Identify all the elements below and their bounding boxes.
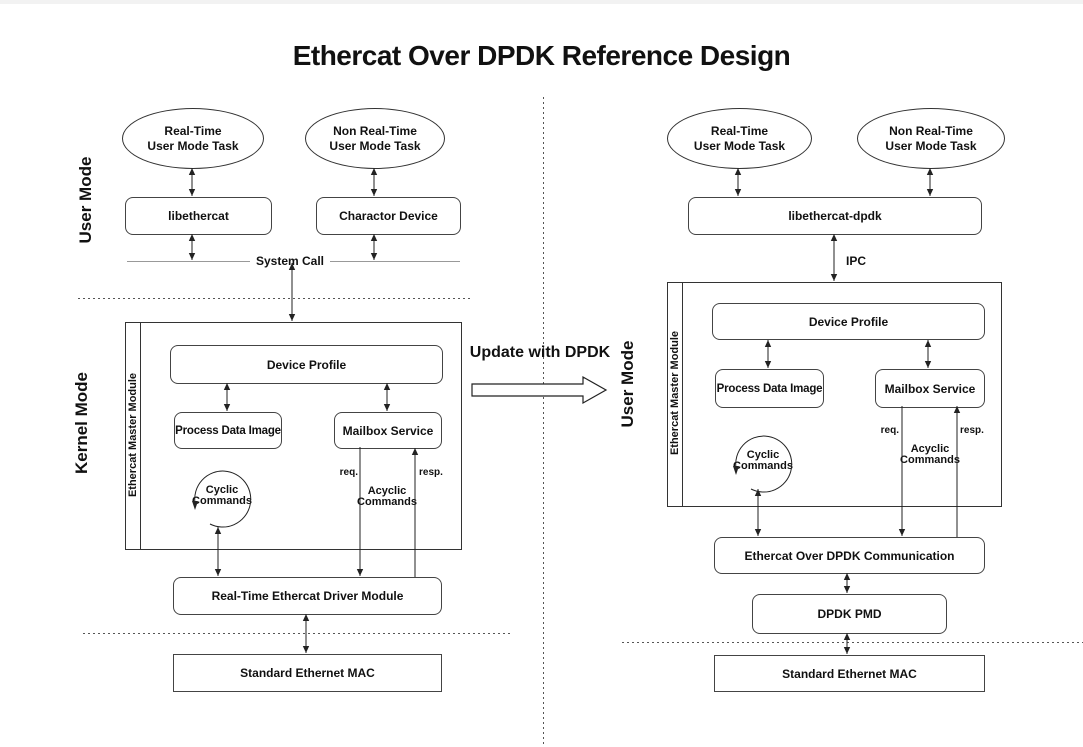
ipc-label: IPC (846, 254, 867, 268)
center-divider-dotted (543, 97, 544, 745)
connector-arrow (370, 234, 378, 260)
label-line: Commands (733, 460, 793, 472)
connector-arrow (288, 263, 296, 321)
left-master-module-label: Ethercat Master Module (127, 372, 139, 498)
right-cyclic-commands-label: Cyclic Commands (723, 450, 803, 472)
update-with-dpdk-arrow (471, 375, 608, 405)
right-mailbox-service-box: Mailbox Service (875, 369, 985, 408)
right-user-hw-divider-dotted (622, 642, 1083, 643)
right-req-label: req. (880, 425, 899, 436)
right-master-module-label: Ethercat Master Module (669, 330, 681, 456)
connector-arrow (830, 234, 838, 281)
ellipse-text-line: Non Real-Time (889, 123, 973, 138)
connector-arrow (734, 168, 742, 196)
dpdk-pmd-box: DPDK PMD (752, 594, 947, 634)
ellipse-text-line: User Mode Task (147, 138, 239, 153)
label-line: Acyclic (910, 443, 950, 455)
connector-arrow (188, 234, 196, 260)
left-nonrealtime-task-ellipse: Non Real-Time User Mode Task (305, 108, 445, 169)
connector-arrow (370, 168, 378, 196)
ethercat-over-dpdk-communication-box: Ethercat Over DPDK Communication (714, 537, 985, 574)
left-resp-label: resp. (419, 467, 443, 478)
ellipse-text-line: User Mode Task (329, 138, 421, 153)
left-realtime-task-ellipse: Real-Time User Mode Task (122, 108, 264, 169)
left-kernel-hw-divider-dotted (83, 633, 510, 634)
right-standard-ethernet-mac-box: Standard Ethernet MAC (714, 655, 985, 692)
left-master-module-strip (126, 323, 141, 549)
left-cyclic-commands-label: Cyclic Commands (182, 485, 262, 507)
left-device-profile-box: Device Profile (170, 345, 443, 384)
right-realtime-task-ellipse: Real-Time User Mode Task (667, 108, 812, 169)
right-user-mode-label: User Mode (618, 340, 637, 428)
right-acyclic-commands-label: Acyclic Commands (895, 444, 965, 466)
update-with-dpdk-label: Update with DPDK (469, 344, 611, 361)
connector-arrow (843, 573, 851, 593)
diagram-title: Ethercat Over DPDK Reference Design (292, 40, 791, 71)
left-user-mode-label: User Mode (76, 156, 95, 244)
left-kernel-mode-label: Kernel Mode (72, 371, 91, 475)
left-req-label: req. (339, 467, 358, 478)
left-mode-divider-dotted (78, 298, 472, 299)
label-line: Commands (357, 496, 417, 508)
left-mailbox-service-box: Mailbox Service (334, 412, 442, 449)
ellipse-text-line: Real-Time (710, 123, 769, 138)
right-device-profile-box: Device Profile (712, 303, 985, 340)
ellipse-text-line: User Mode Task (693, 138, 786, 153)
left-process-data-image-box: Process Data Image (174, 412, 282, 449)
label-line: Acyclic (367, 485, 407, 497)
system-call-label: System Call (250, 254, 330, 268)
connector-arrow (843, 633, 851, 654)
right-master-module-strip (668, 283, 683, 506)
charactor-device-box: Charactor Device (316, 197, 461, 235)
ellipse-text-line: User Mode Task (885, 138, 977, 153)
libethercat-dpdk-box: libethercat-dpdk (688, 197, 982, 235)
right-resp-label: resp. (960, 425, 984, 436)
libethercat-box: libethercat (125, 197, 272, 235)
ellipse-text-line: Real-Time (164, 123, 222, 138)
right-process-data-image-box: Process Data Image (715, 369, 824, 408)
label-line: Commands (900, 454, 960, 466)
left-ethercat-master-module-container (125, 322, 462, 550)
top-edge-strip (0, 0, 1083, 4)
left-acyclic-commands-label: Acyclic Commands (352, 486, 422, 508)
right-ethercat-master-module-container (667, 282, 1002, 507)
ellipse-text-line: Non Real-Time (333, 123, 417, 138)
connector-arrow (926, 168, 934, 196)
realtime-ethercat-driver-module-box: Real-Time Ethercat Driver Module (173, 577, 442, 615)
connector-arrow (188, 168, 196, 196)
left-standard-ethernet-mac-box: Standard Ethernet MAC (173, 654, 442, 692)
label-line: Commands (192, 495, 252, 507)
right-nonrealtime-task-ellipse: Non Real-Time User Mode Task (857, 108, 1005, 169)
